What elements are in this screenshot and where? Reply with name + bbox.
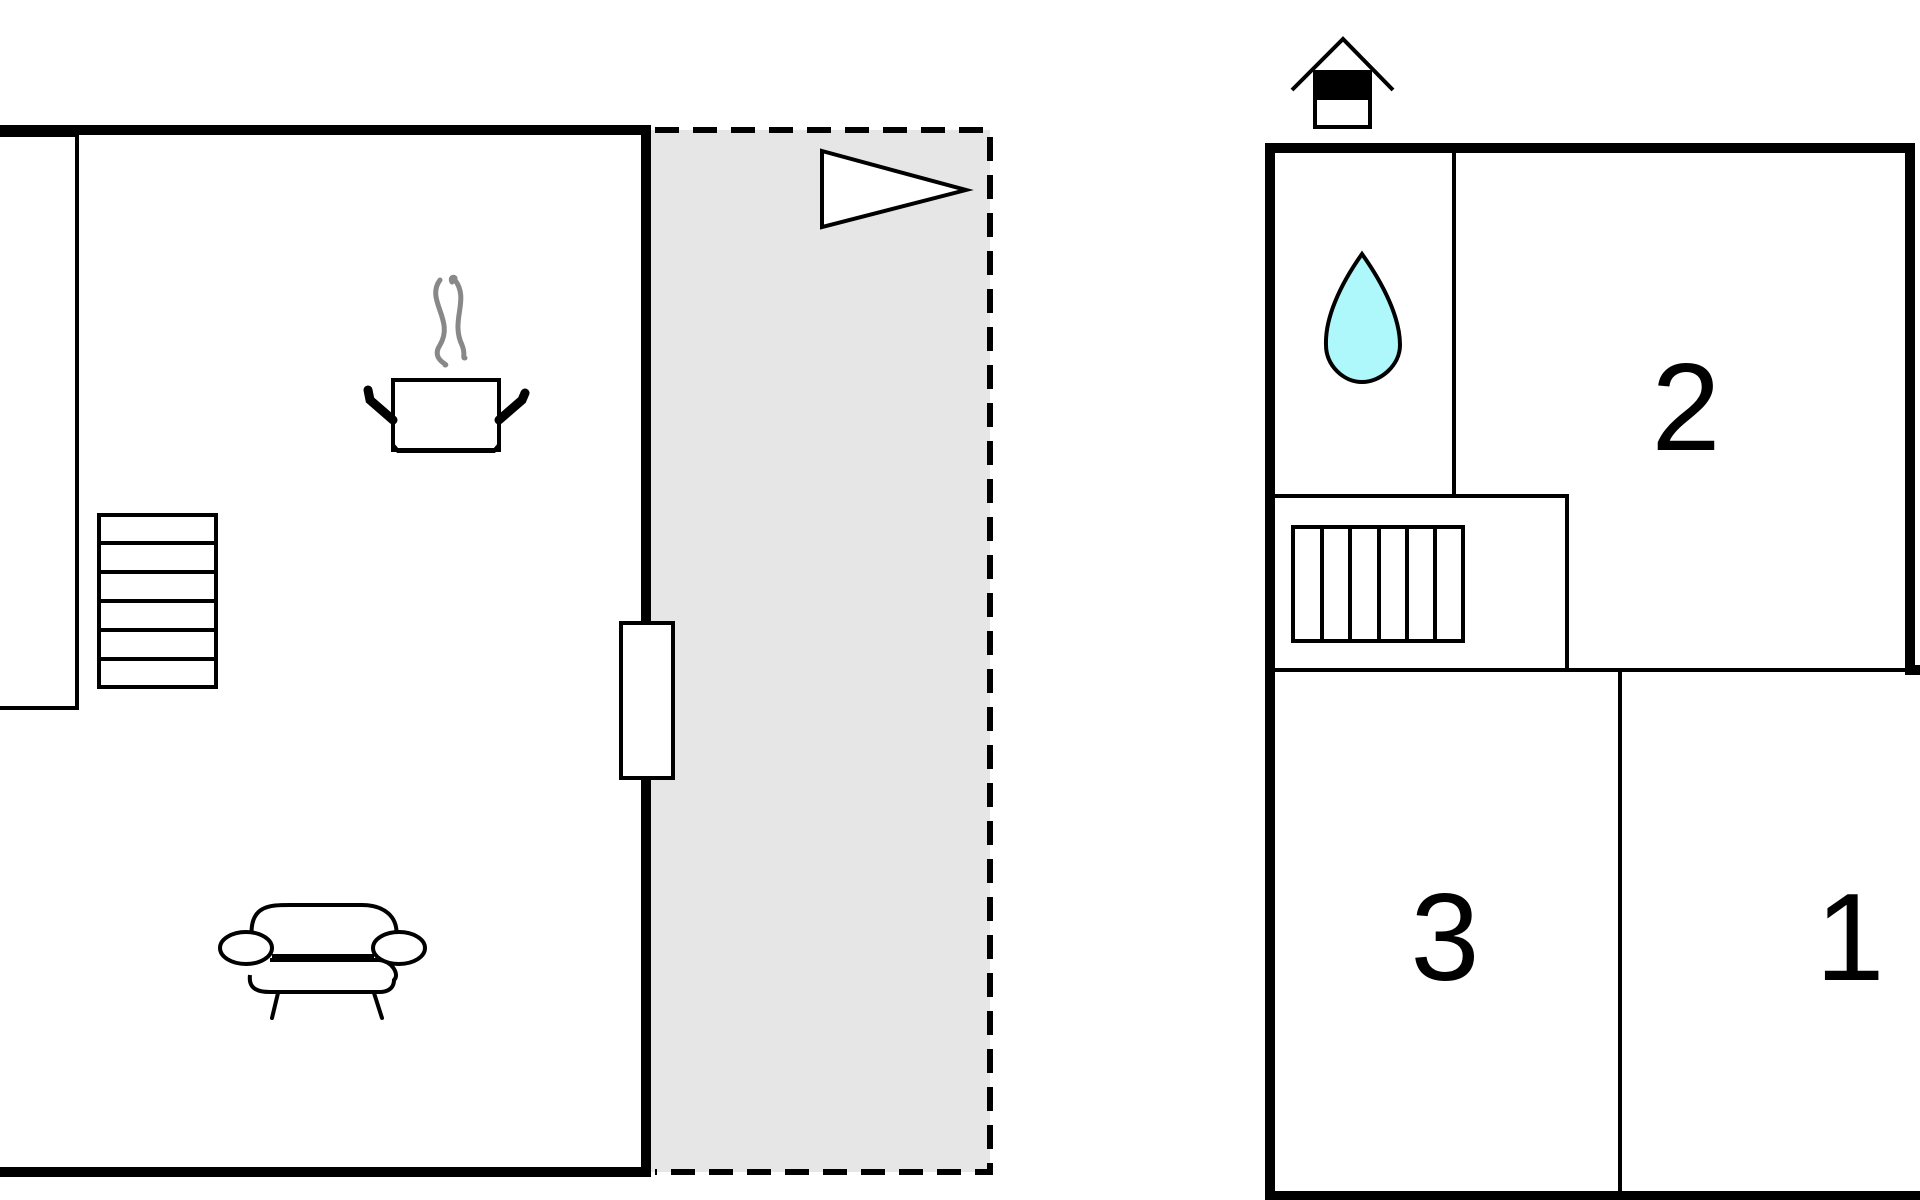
terrace-dashed-border: [655, 127, 993, 1175]
ground-floor-walls: [0, 125, 651, 1177]
room-number-1: 1: [1816, 869, 1885, 1007]
terrace-area: [650, 130, 990, 1172]
door-icon: [619, 621, 675, 780]
room-number-3: 3: [1411, 869, 1480, 1007]
stair-hall-wall: [1275, 494, 1569, 670]
water-drop-icon: [1323, 250, 1403, 385]
upper-floor-walls: [1265, 143, 1920, 1200]
terrace: [650, 127, 993, 1175]
upper-floor: 2 3 1: [1265, 36, 1920, 1200]
sofa-icon: [218, 903, 427, 1020]
cooking-pot-icon: [363, 274, 530, 453]
ground-floor: [0, 125, 993, 1177]
staircase-icon: [1291, 525, 1465, 643]
room-number-2: 2: [1652, 339, 1721, 477]
terrace-arrow-icon: [820, 148, 974, 230]
staircase-icon: [97, 513, 218, 689]
side-room-wall: [0, 133, 79, 710]
entrance-icon: [1290, 36, 1395, 129]
